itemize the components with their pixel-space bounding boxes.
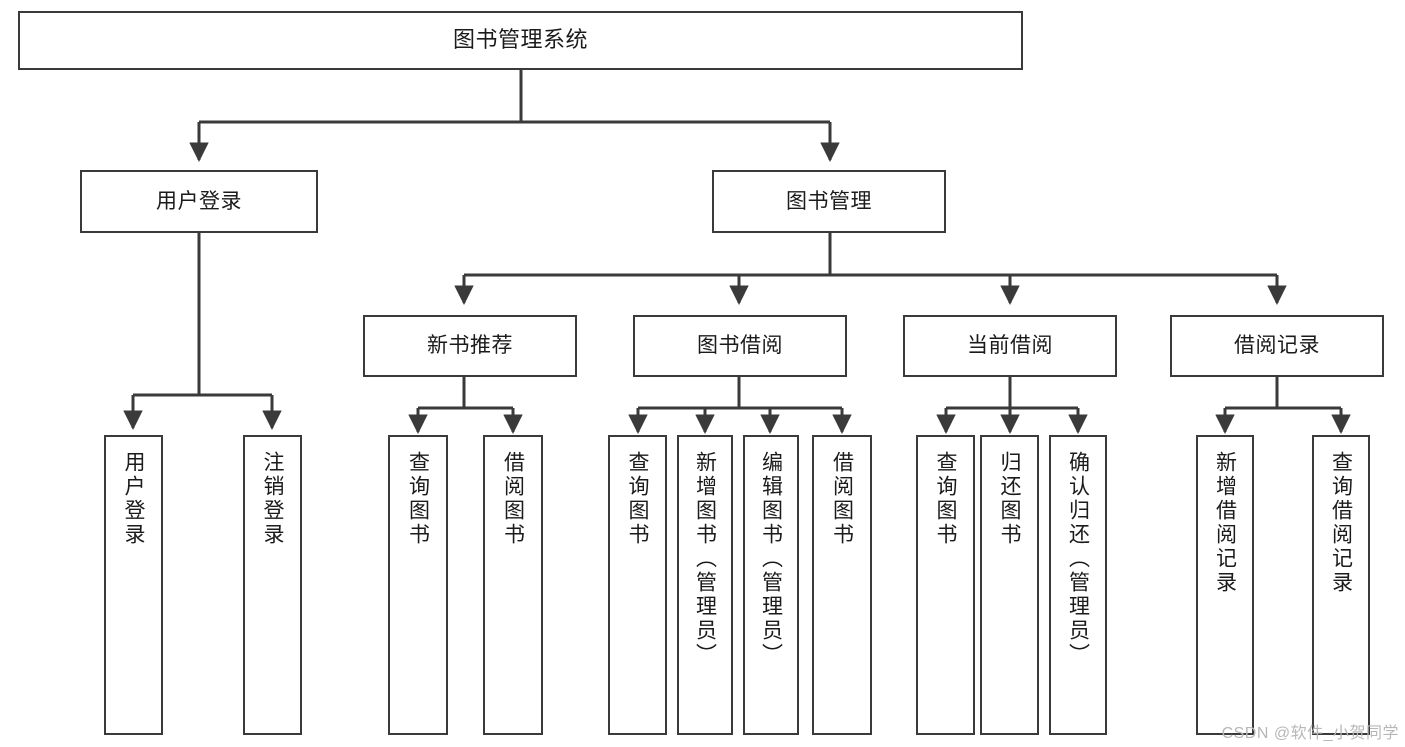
node-user-login[interactable]: 用户登录	[80, 170, 318, 233]
node-leaf-query-book-1[interactable]: 查询图书	[388, 435, 448, 735]
node-book-manage[interactable]: 图书管理	[712, 170, 946, 233]
node-book-borrow-label: 图书借阅	[697, 334, 783, 358]
node-leaf-logout[interactable]: 注销登录	[243, 435, 302, 735]
node-leaf-query-book-3[interactable]: 查询图书	[916, 435, 975, 735]
node-book-manage-label: 图书管理	[786, 189, 872, 213]
watermark-text: CSDN @软件_小贺同学	[1221, 725, 1399, 742]
node-current-borrow[interactable]: 当前借阅	[903, 315, 1117, 377]
node-new-book-recommend[interactable]: 新书推荐	[363, 315, 577, 377]
node-leaf-query-book-2-label: 查询图书	[626, 451, 649, 547]
node-leaf-return-book[interactable]: 归还图书	[980, 435, 1039, 735]
node-leaf-add-book-label: 新增图书（管理员）	[693, 451, 717, 667]
node-root-label: 图书管理系统	[452, 27, 588, 53]
node-borrow-record[interactable]: 借阅记录	[1170, 315, 1384, 377]
node-leaf-logout-label: 注销登录	[261, 451, 284, 547]
node-leaf-return-book-label: 归还图书	[998, 451, 1021, 547]
node-leaf-user-login[interactable]: 用户登录	[104, 435, 163, 735]
node-current-borrow-label: 当前借阅	[967, 334, 1053, 358]
node-leaf-confirm-return-label: 确认归还（管理员）	[1066, 451, 1090, 667]
node-leaf-query-record[interactable]: 查询借阅记录	[1312, 435, 1370, 735]
node-leaf-add-record[interactable]: 新增借阅记录	[1196, 435, 1254, 735]
node-leaf-user-login-label: 用户登录	[122, 451, 145, 547]
node-leaf-add-book[interactable]: 新增图书（管理员）	[677, 435, 733, 735]
node-book-borrow[interactable]: 图书借阅	[633, 315, 847, 377]
node-leaf-add-record-label: 新增借阅记录	[1213, 451, 1237, 595]
node-leaf-query-record-label: 查询借阅记录	[1329, 451, 1353, 595]
node-leaf-borrow-book-2[interactable]: 借阅图书	[812, 435, 872, 735]
node-root[interactable]: 图书管理系统	[18, 11, 1023, 70]
node-leaf-query-book-1-label: 查询图书	[406, 451, 430, 547]
node-user-login-label: 用户登录	[156, 189, 242, 213]
node-leaf-query-book-2[interactable]: 查询图书	[608, 435, 667, 735]
node-leaf-borrow-book-2-label: 借阅图书	[830, 451, 854, 547]
node-new-book-recommend-label: 新书推荐	[427, 334, 513, 358]
node-leaf-confirm-return[interactable]: 确认归还（管理员）	[1049, 435, 1107, 735]
node-leaf-borrow-book-1[interactable]: 借阅图书	[483, 435, 543, 735]
node-borrow-record-label: 借阅记录	[1234, 334, 1320, 358]
node-leaf-borrow-book-1-label: 借阅图书	[501, 451, 525, 547]
node-leaf-edit-book[interactable]: 编辑图书（管理员）	[743, 435, 799, 735]
node-leaf-edit-book-label: 编辑图书（管理员）	[759, 451, 783, 667]
node-leaf-query-book-3-label: 查询图书	[934, 451, 957, 547]
